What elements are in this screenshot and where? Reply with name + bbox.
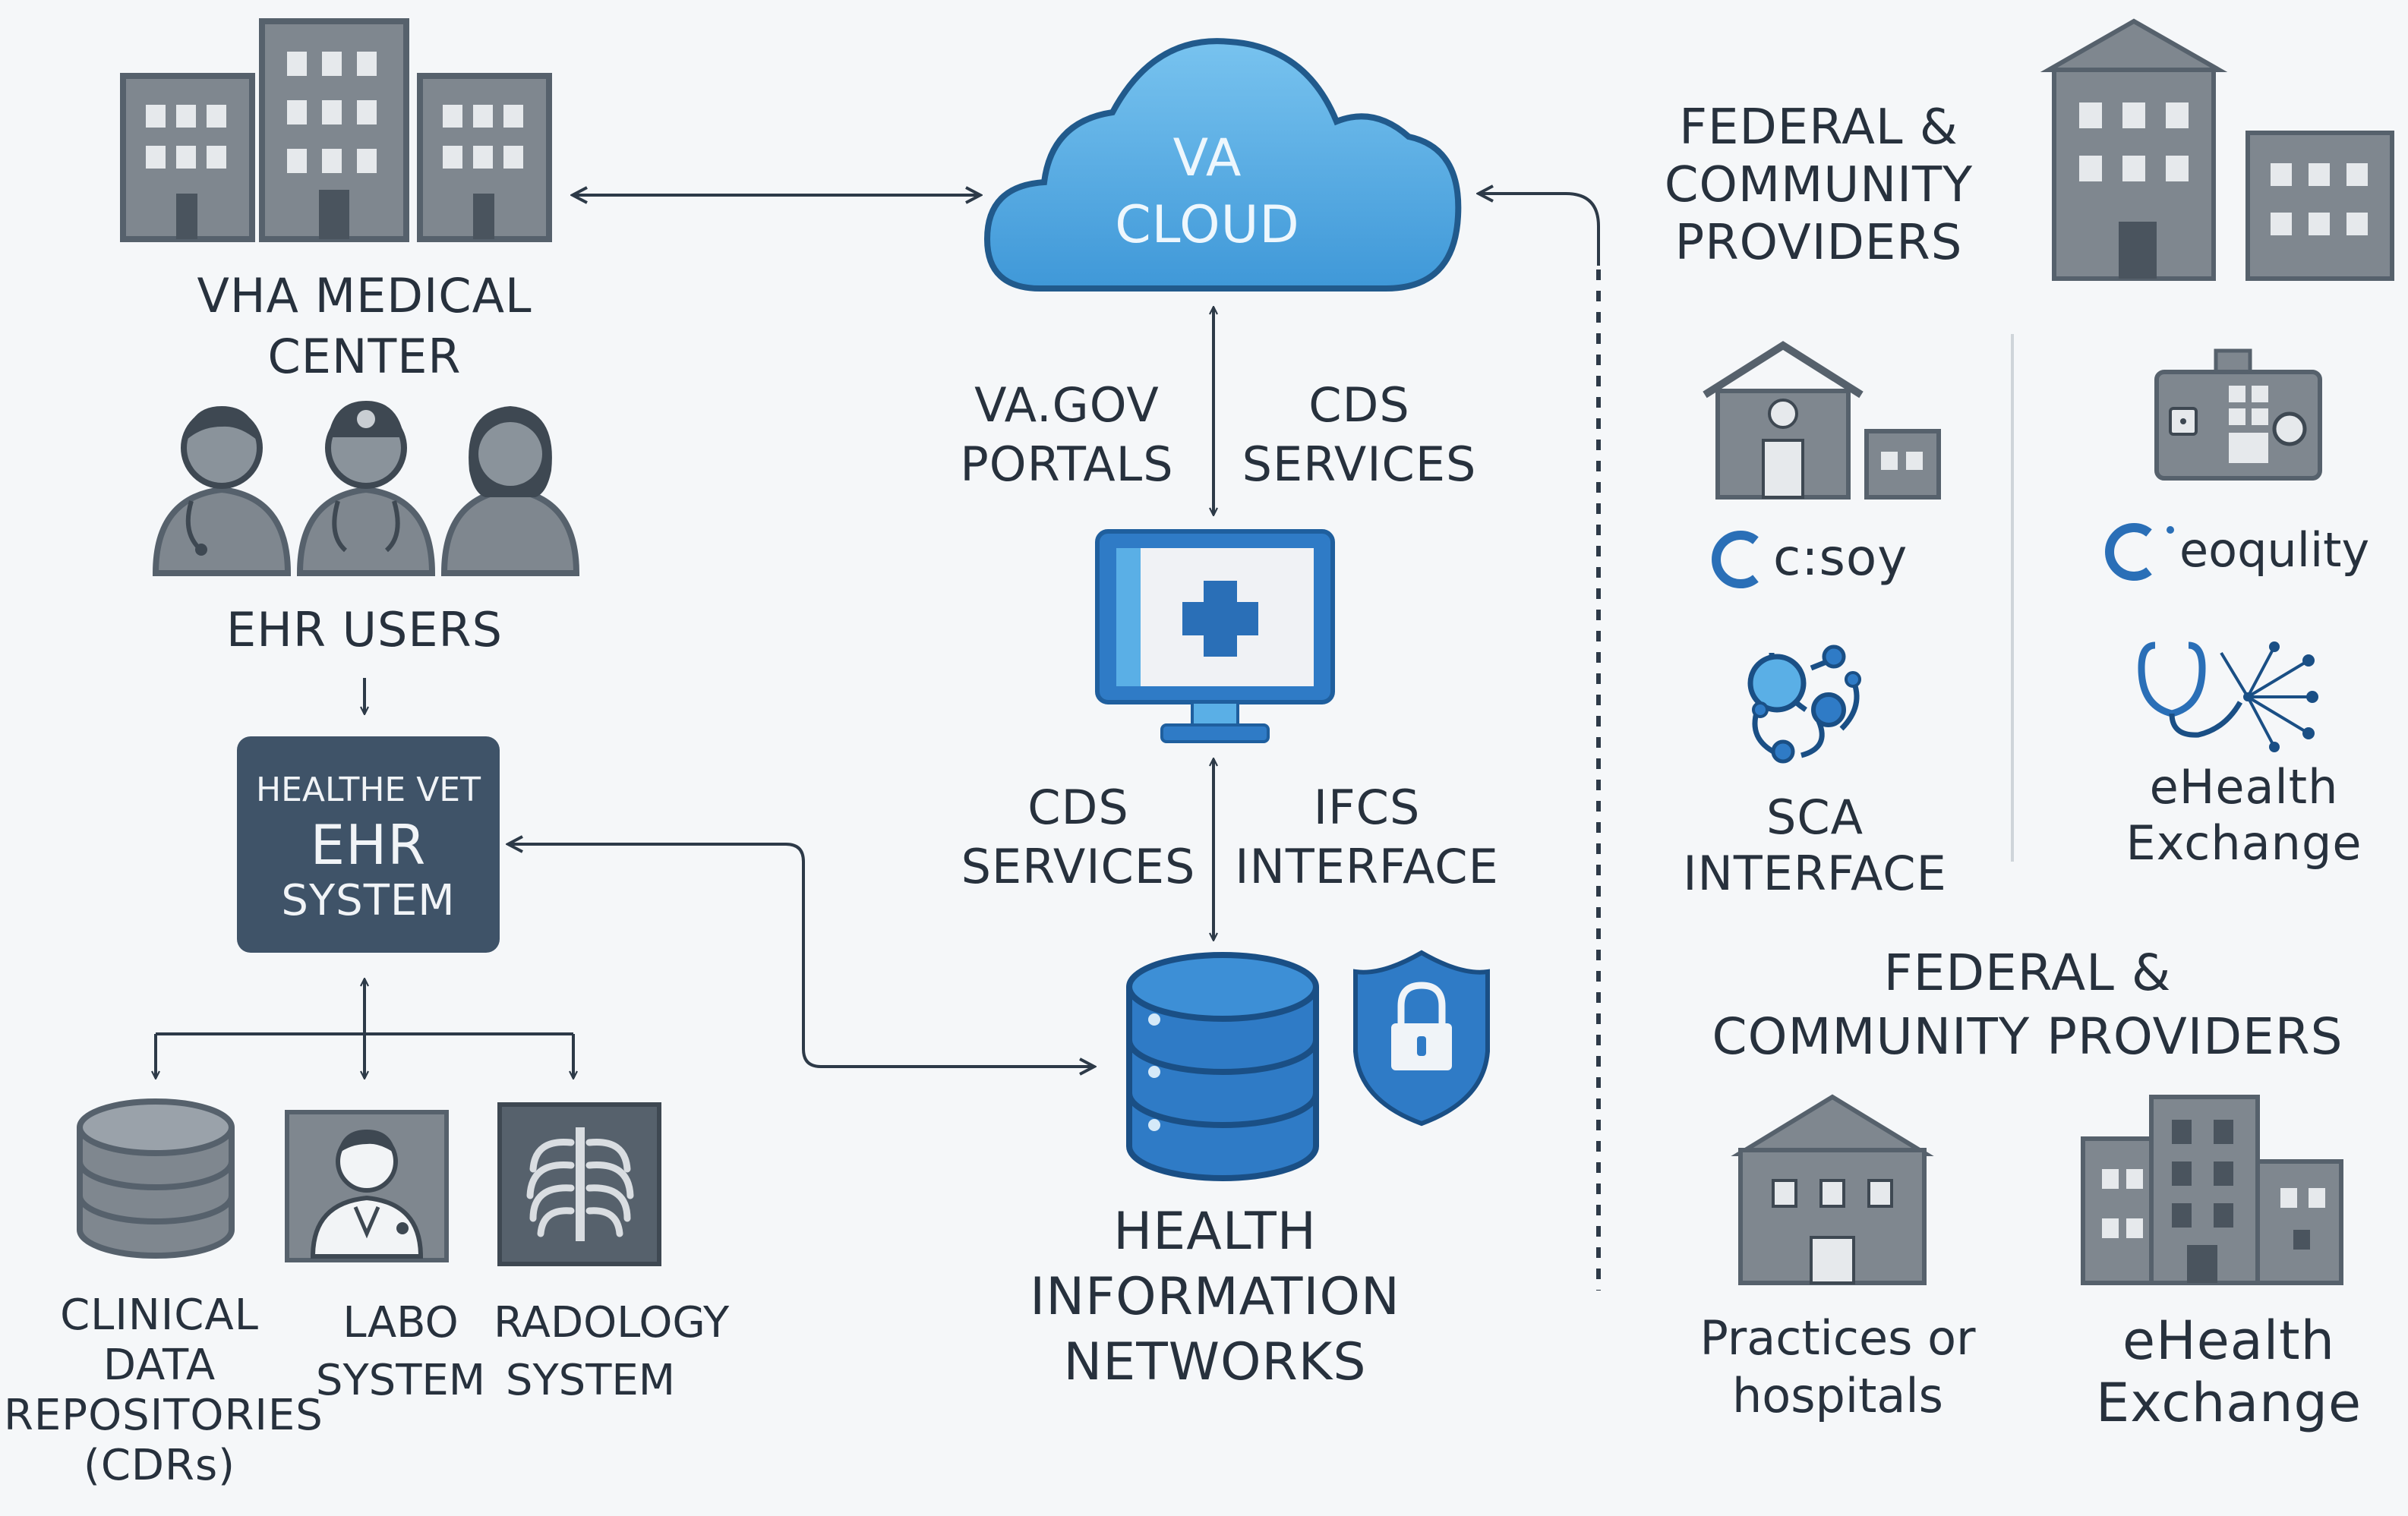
vha-title: VHA MEDICAL CENTER [197,268,532,384]
staff-person-3 [440,406,580,576]
brand-label-2: eoqulity [2179,522,2370,578]
database-stack-icon [1126,952,1319,1181]
ehr-system-label: HEALTHE VET EHR SYSTEM [256,771,481,925]
ehr-hin-connector [509,844,1094,1067]
security-shield-lock-icon [1353,950,1490,1127]
cds-services-upper-label: CDS SERVICES [1242,377,1477,492]
repository-label-cdr: CLINICAL DATA REPOSITORIES (CDRs) [4,1291,323,1490]
medical-staff-icon [152,401,580,576]
staff-person-2 [296,401,436,576]
va-gov-portals-label: VA.GOV PORTALS [960,377,1174,492]
network-nodes-icon [1747,645,1861,764]
repository-label-lab: LABO SYSTEM [315,1298,486,1405]
clinic-house-icon [1703,341,1941,500]
provider-buildings-icon [2040,18,2394,281]
ehealth-exchange-label-1: eHealth Exchange [2126,759,2362,871]
c-logo-icon-2 [2105,523,2152,581]
lab-technician-icon [285,1110,449,1262]
c-logo-icon-1 [1712,531,1759,588]
cds-services-lower-label: CDS SERVICES [961,780,1196,894]
providers-header: FEDERAL & COMMUNITY PROVIDERS [1664,99,1974,271]
repository-label-radiology: RADOLOGY SYSTEM [494,1298,730,1405]
providers-to-cloud-connector [1479,194,1600,266]
practices-label: Practices or hospitals [1699,1310,1976,1423]
cloud-label: VA CLOUD [1115,128,1300,255]
stethoscope-network-icon [2138,641,2318,752]
practice-building-icon [1731,1094,1934,1285]
c-logo-dot [2167,526,2174,534]
xray-ribcage-icon [497,1102,661,1266]
staff-person-1 [152,406,292,576]
hospital-buildings-icon [120,18,552,242]
cloud-icon [983,38,1462,292]
exchange-building-icon [2081,1095,2343,1285]
ehr-system-box [237,736,500,953]
clinic-devices-icon [2154,348,2322,481]
ifcs-interface-label: IFCS INTERFACE [1235,780,1499,894]
hin-label: HEALTH INFORMATION NETWORKS [1030,1202,1400,1392]
ehr-users-label: EHR USERS [226,602,503,657]
sca-interface-label: SCA INTERFACE [1683,790,1947,901]
medical-monitor-icon [1095,529,1335,743]
brand-label-1: c:soy [1773,528,1908,587]
ehealth-exchange-label-2: eHealth Exchange [2095,1310,2362,1434]
ehr-to-repositories-connector [156,979,573,1078]
providers-lower-header: FEDERAL & COMMUNITY PROVIDERS [1712,944,2343,1066]
database-icon [77,1098,235,1259]
